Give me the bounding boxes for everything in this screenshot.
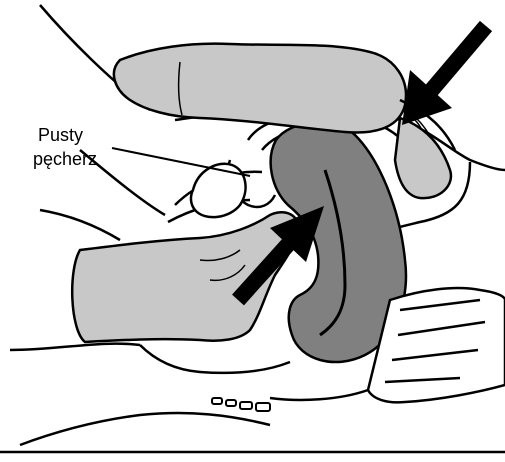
bladder-label-line2: pęcherz	[33, 148, 97, 170]
bladder-label-line1: Pusty	[38, 124, 83, 146]
